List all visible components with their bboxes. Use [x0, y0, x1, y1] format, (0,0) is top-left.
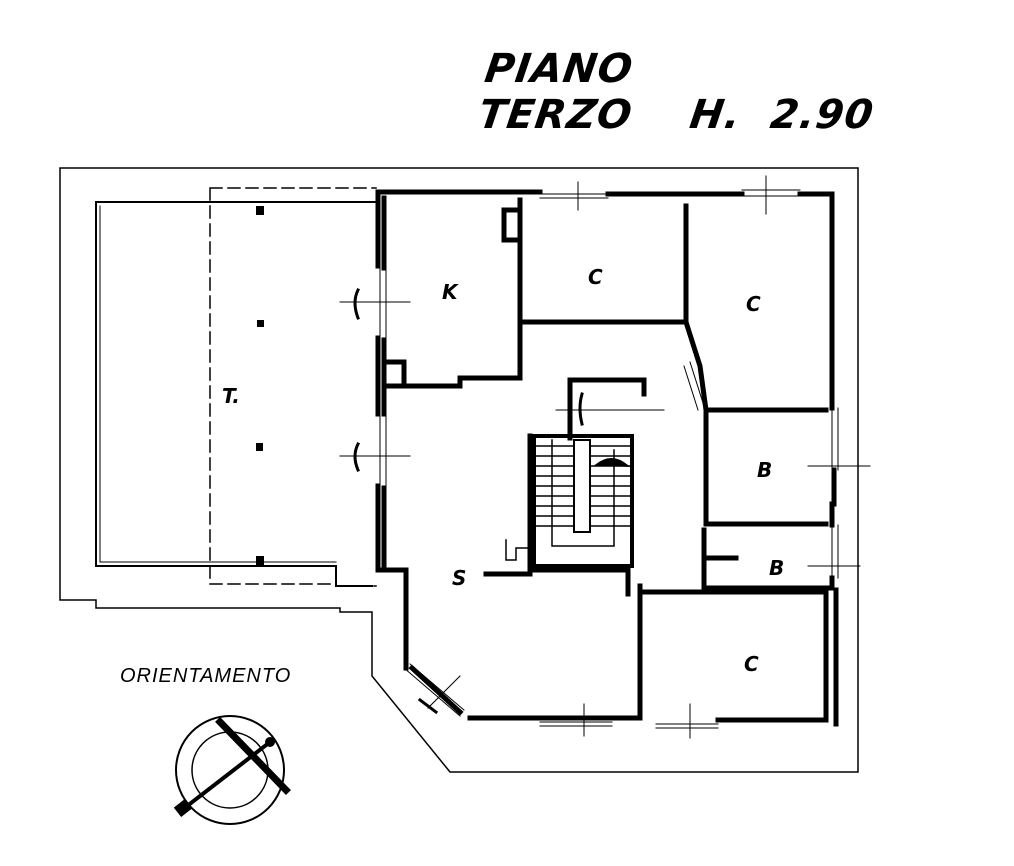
room-label-kitchen: K	[442, 280, 458, 304]
door-marks	[339, 175, 871, 739]
orientation-label: ORIENTAMENTO	[120, 665, 292, 687]
compass-icon	[173, 715, 291, 825]
door-arcs	[353, 287, 584, 715]
room-label-living: S	[452, 566, 467, 590]
overhang-dashed	[209, 187, 377, 587]
room-label-terrace: T.	[222, 384, 240, 408]
windows	[379, 189, 839, 729]
site-boundary	[59, 167, 859, 773]
staircase	[505, 434, 634, 568]
room-label-bathroom-1: B	[757, 458, 773, 482]
columns	[256, 206, 264, 565]
room-label-bathroom-2: B	[769, 556, 785, 580]
room-label-bedroom-2: C	[746, 292, 761, 316]
interior-walls	[385, 197, 829, 721]
room-label-bedroom-1: C	[588, 265, 603, 289]
room-label-bedroom-3: C	[744, 652, 759, 676]
diagonal-window	[683, 361, 705, 411]
terrace-parapet-inner	[99, 205, 337, 563]
exterior-walls	[375, 189, 839, 727]
